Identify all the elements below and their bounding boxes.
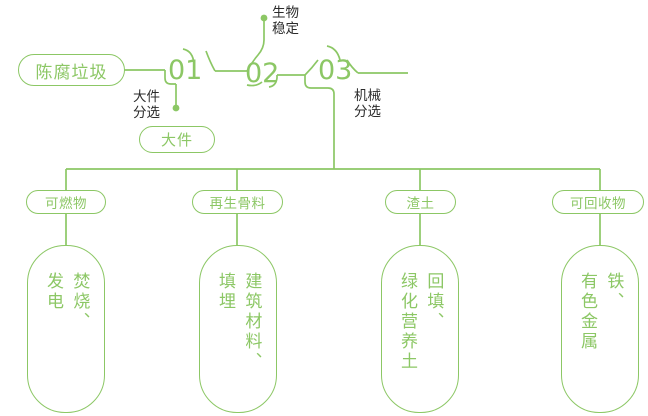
process-label-biological-stabilization-line2: 稳定: [272, 20, 299, 37]
endpoint-dot-biological: [260, 14, 268, 22]
usage-box-recyclables-inner: 铁、 有色金属: [574, 246, 627, 412]
process-label-mechanical-sorting-line1: 机械: [354, 88, 381, 104]
usage-box-recycled-aggregate-column-1: 建筑材料、: [241, 272, 262, 372]
usage-box-combustibles-inner: 焚烧、 发电: [40, 246, 93, 412]
category-pill-slag-soil-label: 渣土: [406, 196, 435, 212]
category-pill-recyclables-label: 可回收物: [570, 196, 626, 212]
root-node-label: 陈腐垃圾: [35, 62, 108, 83]
process-label-biological-stabilization: 生物 稳定: [272, 5, 299, 38]
process-label-bulky-sorting-line1: 大件: [133, 89, 160, 105]
branch-output-bulky[interactable]: 大件: [139, 126, 215, 153]
endpoint-dot-bulky: [172, 104, 180, 112]
process-label-bulky-sorting-line2: 分选: [133, 104, 160, 121]
process-label-bulky-sorting: 大件 分选: [133, 89, 160, 122]
category-pill-combustibles[interactable]: 可燃物: [26, 190, 106, 214]
category-pill-slag-soil[interactable]: 渣土: [385, 190, 456, 214]
category-pill-combustibles-label: 可燃物: [45, 196, 87, 212]
usage-box-combustibles[interactable]: 焚烧、 发电: [27, 245, 105, 413]
usage-box-slag-soil-inner: 回填、 绿化营养土: [394, 246, 447, 412]
process-label-mechanical-sorting: 机械 分选: [354, 88, 381, 121]
branch-output-bulky-label: 大件: [160, 131, 193, 149]
category-pill-recyclables[interactable]: 可回收物: [552, 190, 644, 214]
usage-box-recyclables-column-2: 有色金属: [577, 272, 597, 352]
process-label-mechanical-sorting-line2: 分选: [354, 103, 381, 120]
usage-box-slag-soil-column-1: 回填、: [423, 272, 444, 332]
stage-number-01[interactable]: 01: [168, 55, 203, 86]
stage-number-02[interactable]: 02: [245, 58, 280, 89]
category-pill-recycled-aggregate-label: 再生骨料: [209, 196, 266, 212]
usage-box-combustibles-column-1: 焚烧、: [69, 272, 90, 332]
stage-number-03[interactable]: 03: [318, 55, 353, 86]
usage-box-recycled-aggregate-inner: 建筑材料、 填埋: [212, 246, 265, 412]
usage-box-recycled-aggregate[interactable]: 建筑材料、 填埋: [199, 245, 277, 413]
process-label-biological-stabilization-line1: 生物: [272, 5, 299, 21]
category-pill-recycled-aggregate[interactable]: 再生骨料: [192, 190, 283, 214]
usage-box-recycled-aggregate-column-2: 填埋: [215, 272, 235, 312]
usage-box-slag-soil[interactable]: 回填、 绿化营养土: [381, 245, 459, 413]
root-node-stale-waste[interactable]: 陈腐垃圾: [18, 54, 125, 86]
usage-box-combustibles-column-2: 发电: [43, 272, 63, 312]
usage-box-recyclables[interactable]: 铁、 有色金属: [561, 245, 639, 413]
usage-box-slag-soil-column-2: 绿化营养土: [397, 272, 417, 372]
usage-box-recyclables-column-1: 铁、: [603, 272, 624, 312]
